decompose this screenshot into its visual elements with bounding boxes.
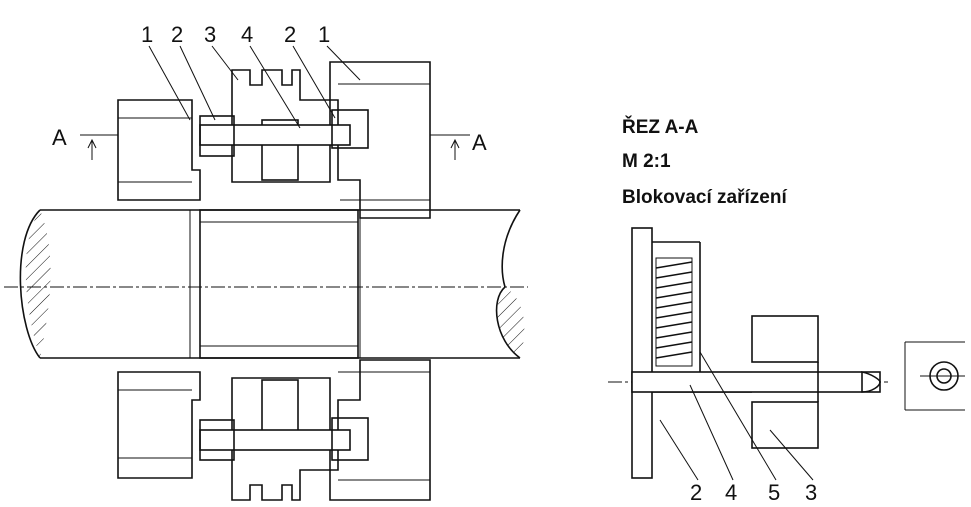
detail-callout-4: 4: [725, 480, 737, 505]
title-section: ŘEZ A-A: [622, 116, 699, 138]
callout-1-left: 1: [141, 22, 153, 47]
callout-2-left: 2: [171, 22, 183, 47]
detail-pin: [631, 371, 881, 393]
detail-callout-3: 3: [805, 480, 817, 505]
end-view: [904, 341, 965, 411]
section-mark-right: A: [472, 130, 487, 155]
detail-view: 2 4 5 3: [608, 227, 965, 505]
locking-pin-upper: [199, 109, 369, 157]
detail-housing: [631, 227, 653, 479]
bushing: [199, 209, 359, 359]
detail-spring: [655, 257, 693, 367]
title-block: ŘEZ A-A M 2:1 Blokovací zařízení: [622, 116, 787, 208]
callout-1-right: 1: [318, 22, 330, 47]
callout-3: 3: [204, 22, 216, 47]
detail-callout-2: 2: [690, 480, 702, 505]
detail-callouts: 2 4 5 3: [659, 351, 817, 505]
left-gear-lower: [117, 371, 201, 479]
title-scale: M 2:1: [622, 151, 671, 172]
callout-4: 4: [241, 22, 253, 47]
callout-2-right: 2: [284, 22, 296, 47]
shaft: [19, 209, 525, 359]
left-gear-upper: [117, 99, 201, 201]
main-callouts: 1 2 3 4 2 1: [141, 22, 361, 129]
locking-pin-lower: [199, 417, 369, 461]
right-gear-upper: [329, 61, 431, 219]
title-description: Blokovací zařízení: [622, 187, 787, 208]
main-section-view: A A 1 2 3 4 2 1: [4, 22, 528, 501]
detail-callout-5: 5: [768, 480, 780, 505]
section-mark-left: A: [52, 125, 67, 150]
